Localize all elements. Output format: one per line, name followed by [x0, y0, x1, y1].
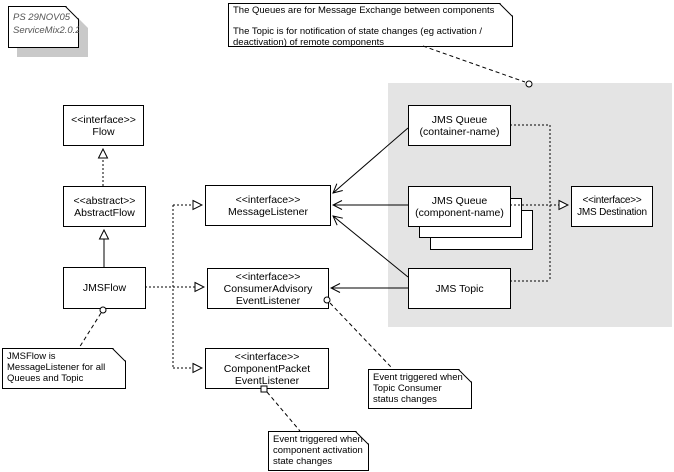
class-messagelistener: <<interface>> MessageListener — [205, 185, 331, 226]
note-fold-icon — [355, 431, 369, 445]
class-jms-topic: JMS Topic — [408, 268, 511, 309]
class-componentpacket-eventlistener: <<interface>> ComponentPacket EventListe… — [205, 348, 329, 389]
class-abstractflow: <<abstract>> AbstractFlow — [63, 186, 146, 227]
component-activation-event-note: Event triggered when component activatio… — [268, 431, 369, 471]
note-fold-icon — [65, 6, 79, 20]
class-jms-destination: <<interface>> JMS Destination — [571, 186, 653, 227]
class-flow: <<interface>> Flow — [63, 105, 144, 146]
note-fold-icon — [112, 348, 126, 362]
queues-topic-note: The Queues are for Message Exchange betw… — [228, 3, 513, 47]
anchor-component-note — [266, 391, 301, 432]
topic-consumer-event-note: Event triggered when Topic Consumer stat… — [368, 369, 472, 409]
jmsflow-role-note: JMSFlow is MessageListener for all Queue… — [2, 348, 126, 389]
anchor-jmsflow-note — [78, 312, 102, 349]
class-consumeradvisory-eventlistener: <<interface>> ConsumerAdvisory EventList… — [207, 268, 329, 309]
class-jms-queue-container: JMS Queue (container-name) — [408, 105, 511, 146]
version-note: PS 29NOV05 ServiceMix2.0.2 — [8, 6, 79, 48]
anchor-queues-note — [422, 45, 526, 83]
anchor-topic-consumer-note — [329, 302, 393, 369]
note-fold-icon — [458, 369, 472, 383]
class-jmsflow: JMSFlow — [63, 267, 146, 309]
note-fold-icon — [499, 3, 513, 17]
class-jms-queue-component: JMS Queue (component-name) — [408, 186, 511, 227]
